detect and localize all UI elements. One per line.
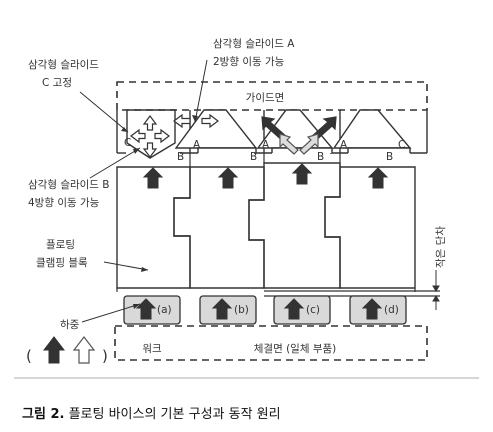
- slider-b-label-line1: 삼각형 슬라이드 B: [28, 179, 110, 191]
- guide-surface-label: 가이드면: [246, 92, 285, 104]
- up-arrow-icon: [143, 167, 163, 189]
- clamp-leader: [103, 261, 149, 271]
- work-tag-b: (b): [234, 304, 249, 316]
- small-step-label: 작은 단차: [435, 226, 447, 268]
- slider-a-leader: [194, 59, 208, 123]
- slot-tags: C B A B A B A B C: [124, 137, 405, 163]
- figure-caption: 그림 2. 플로팅 바이스의 기본 구성과 동작 원리: [22, 407, 281, 422]
- clamping-block-4: [324, 166, 416, 289]
- clamp-label-line2: 클램핑 블록: [36, 257, 88, 269]
- two-direction-arrows-icon: [173, 113, 219, 129]
- clamping-blocks: [116, 162, 416, 289]
- slot-tag-c2: C: [398, 139, 405, 151]
- slot-tag-c1: C: [124, 137, 131, 149]
- slot-tag-b1: B: [177, 151, 184, 163]
- leader-arrowhead-icon: [141, 267, 148, 272]
- work-frame: [116, 288, 440, 297]
- leader-arrowhead-icon: [133, 148, 140, 154]
- load-arrow-light-icon: [72, 336, 96, 364]
- up-arrow-icon: [368, 167, 388, 189]
- work-label: 워크: [142, 342, 162, 355]
- fastening-surface-frame: [114, 325, 428, 361]
- work-piece-d: [349, 295, 407, 325]
- load-paren-open: (: [26, 347, 32, 365]
- slider-a-label-line2: 2방향 이동 가능: [213, 56, 285, 68]
- work-piece-c: [273, 295, 331, 325]
- work-pieces: (a) (b) (c) (d): [123, 295, 407, 325]
- fastening-surface-label: 체결면 (일체 부품): [254, 342, 337, 355]
- slot-tag-b2: B: [250, 151, 257, 163]
- work-tag-c: (c): [306, 304, 320, 316]
- slider-b-label-line2: 4방향 이동 가능: [28, 197, 100, 209]
- load-arrow-dark-icon: [42, 336, 66, 364]
- work-tag-d: (d): [384, 304, 399, 316]
- slot-tag-a1: A: [193, 139, 201, 151]
- figure-caption-text: 플로팅 바이스의 기본 구성과 동작 원리: [64, 407, 280, 422]
- up-arrow-icon: [292, 163, 312, 185]
- load-paren-close: ): [102, 347, 108, 365]
- leader-arrowhead-icon: [192, 115, 198, 122]
- work-piece-b: [199, 295, 257, 325]
- clamping-block-3: [248, 162, 341, 289]
- slider-c-leader: [79, 91, 129, 133]
- figure-caption-prefix: 그림 2.: [22, 407, 64, 422]
- slider-c-label-line2: C 고정: [42, 77, 72, 89]
- slider-c-label-line1: 삼각형 슬라이드: [28, 59, 99, 71]
- leader-arrowhead-icon: [121, 127, 128, 132]
- four-direction-arrows-icon: [130, 115, 170, 158]
- guide-surface-frame: [116, 81, 428, 111]
- leader-arrowhead-icon: [133, 304, 140, 309]
- slot-tag-a3: A: [340, 139, 348, 151]
- slot-tag-b3: B: [317, 151, 324, 163]
- small-step-marker: [432, 270, 440, 310]
- slider-a-label-line1: 삼각형 슬라이드 A: [213, 38, 295, 50]
- up-arrow-icon: [218, 167, 238, 189]
- clamp-label-line1: 플로팅: [46, 239, 75, 251]
- load-leader: [81, 303, 141, 323]
- slot-tag-a2: A: [262, 139, 270, 151]
- slot-tag-b4: B: [386, 151, 393, 163]
- block-gap-marks: [189, 153, 341, 167]
- load-label: 하중: [60, 318, 80, 331]
- slider-b-leader: [89, 147, 141, 179]
- clamping-block-2: [173, 166, 265, 289]
- work-piece-a: [123, 295, 181, 325]
- diagonal-force-arrows-icon: [261, 116, 337, 155]
- work-tag-a: (a): [157, 304, 172, 316]
